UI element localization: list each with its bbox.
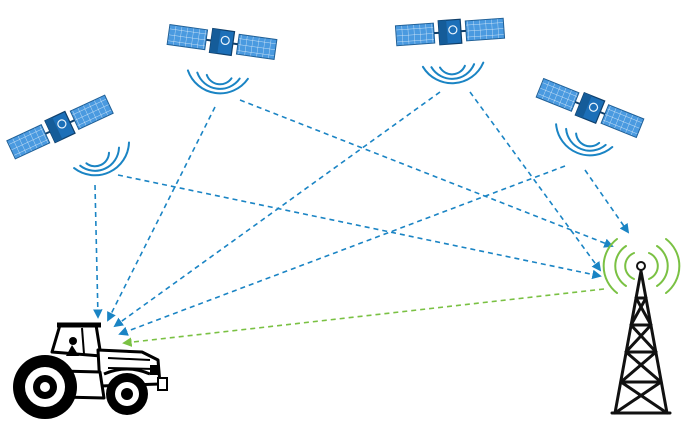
signal-wave bbox=[79, 146, 120, 172]
signal-wave bbox=[186, 69, 249, 95]
radio-tower-icon bbox=[602, 238, 681, 415]
tower-to-tractor-link bbox=[122, 288, 605, 347]
satellite-icon bbox=[394, 17, 506, 47]
signal-wave bbox=[565, 127, 607, 152]
satellite-4-to-tower-link bbox=[584, 169, 630, 234]
signal-wave bbox=[85, 151, 110, 168]
satellite-3-to-tractor-link bbox=[113, 91, 441, 328]
tractor-icon bbox=[13, 322, 168, 419]
satellite-icon bbox=[535, 77, 645, 139]
signal-wave bbox=[439, 64, 466, 76]
signal-wave bbox=[196, 71, 241, 90]
satellite-icon bbox=[6, 94, 114, 160]
satellite-icon bbox=[166, 24, 278, 60]
satellite-3-to-tower-link bbox=[469, 91, 602, 272]
signal-wave bbox=[73, 141, 130, 177]
satellite-signal-lines bbox=[93, 91, 630, 336]
satellite-2-to-tower-link bbox=[239, 99, 614, 248]
satellite-4-to-tractor-link bbox=[118, 165, 566, 336]
signal-wave bbox=[430, 63, 476, 80]
satellites bbox=[6, 17, 645, 177]
satellite-1-to-tower-link bbox=[117, 174, 602, 280]
signal-wave bbox=[205, 73, 233, 86]
satellite-1-to-tractor-link bbox=[93, 184, 103, 319]
signal-wave bbox=[575, 132, 601, 148]
satellite-2-to-tractor-link bbox=[107, 106, 216, 322]
signal-wave bbox=[421, 61, 485, 85]
signal-wave bbox=[555, 123, 614, 157]
